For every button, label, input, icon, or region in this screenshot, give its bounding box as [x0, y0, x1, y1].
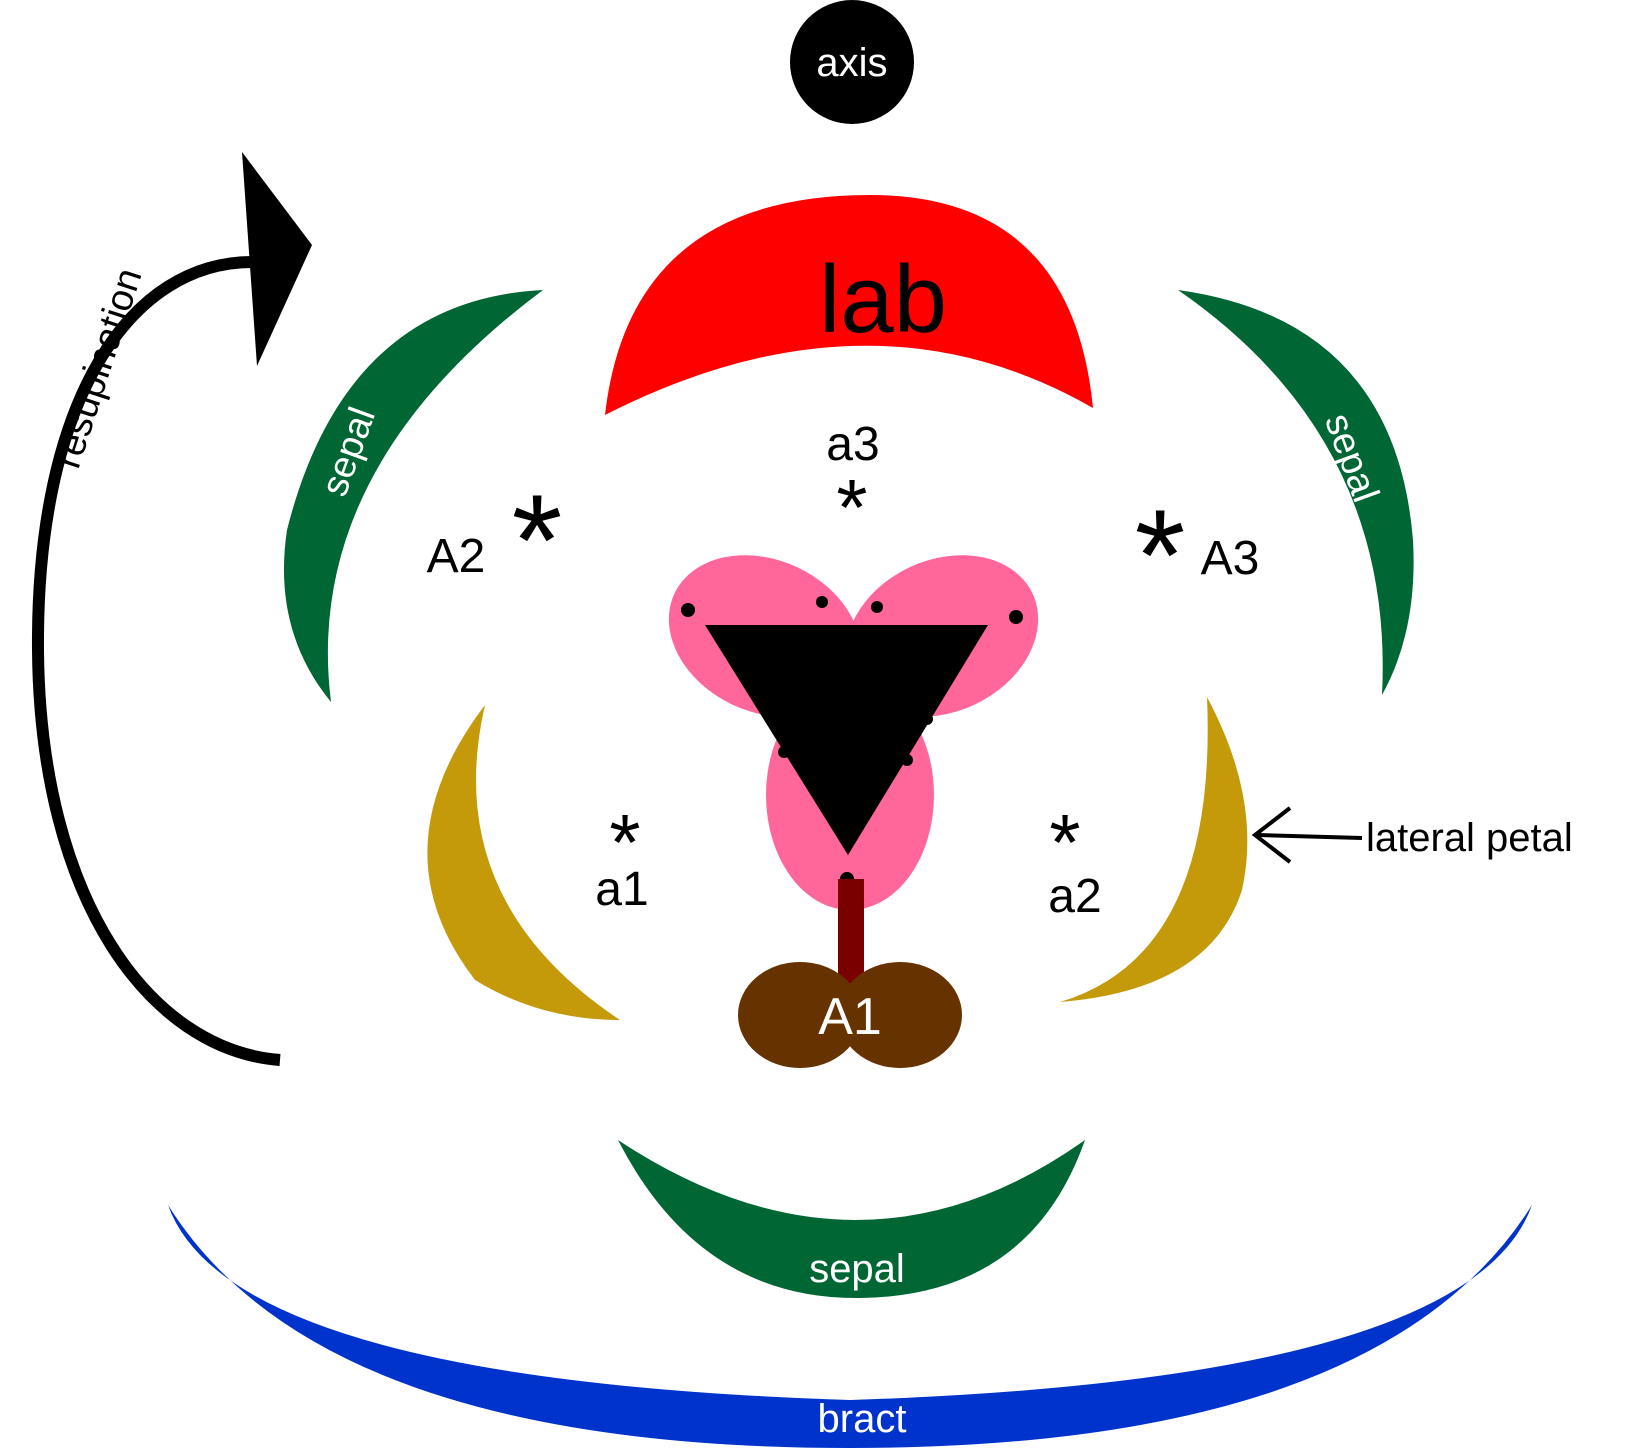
a2-label: a2	[1048, 870, 1101, 923]
anther-lobe-left	[738, 962, 862, 1068]
anther-filament	[838, 879, 864, 989]
sepal-right-shape	[1178, 290, 1414, 695]
staminode-a3: a3 *	[826, 418, 879, 552]
gynoecium	[668, 555, 1039, 910]
lateral-petal-right-shape	[1060, 697, 1248, 1002]
ovule-dot	[1009, 610, 1023, 624]
axis-label: axis	[816, 41, 887, 85]
a3-asterisk: *	[836, 463, 867, 552]
anther-A1-label: A1	[818, 988, 882, 1046]
staminode-a1: * a1	[595, 798, 648, 916]
sepal-left: sepal	[283, 290, 543, 702]
lateral-petal-label: lateral petal	[1366, 816, 1573, 860]
sepal-left-shape	[283, 290, 543, 702]
ovule-dots	[681, 596, 1023, 886]
lateral-petal-left	[427, 705, 620, 1020]
sepal-bottom: sepal	[618, 1140, 1085, 1299]
a2-asterisk: *	[1049, 798, 1080, 887]
labellum-shape	[605, 195, 1093, 415]
ovule-dot	[767, 713, 779, 725]
ovule-dot	[778, 746, 790, 758]
resupination-arrowhead	[242, 152, 312, 366]
a3-label: a3	[826, 418, 879, 471]
staminode-A3: * A3	[1135, 482, 1260, 628]
resupination-label: resupination	[47, 263, 151, 473]
lateral-petal-right	[1060, 697, 1248, 1002]
resupination-arc	[31, 255, 281, 1066]
A2-asterisk: *	[512, 467, 563, 613]
style-center-triangle	[705, 625, 988, 855]
ovule-dot	[816, 596, 828, 608]
lateral-petal-left-shape	[427, 705, 620, 1020]
axis-node: axis	[790, 0, 914, 124]
staminode-A2: A2 *	[427, 467, 563, 613]
ovule-dot	[921, 713, 933, 725]
callout-arrowhead	[1251, 806, 1292, 864]
lateral-petal-callout: lateral petal	[1251, 806, 1573, 864]
ovule-dot	[871, 601, 883, 613]
resupination-arrow: resupination	[31, 152, 312, 1066]
A2-label: A2	[427, 530, 486, 583]
axis-circle	[790, 0, 914, 124]
ovule-dot	[901, 754, 913, 766]
sepal-bottom-shape	[618, 1140, 1085, 1299]
ovule-dot	[681, 603, 695, 617]
staminode-a2: * a2	[1048, 798, 1101, 923]
a1-asterisk: *	[609, 798, 640, 887]
bract: bract	[168, 1205, 1532, 1448]
A3-asterisk: *	[1135, 482, 1186, 628]
bract-label: bract	[818, 1397, 907, 1441]
sepal-bottom-label: sepal	[809, 1247, 905, 1291]
labellum: lab	[605, 195, 1093, 415]
anther-lobe-right	[838, 962, 962, 1068]
labellum-label: lab	[819, 246, 947, 353]
anther-A1: A1	[738, 879, 962, 1068]
sepal-right: sepal	[1178, 290, 1414, 695]
bract-shape	[168, 1205, 1532, 1448]
A3-label: A3	[1201, 532, 1260, 585]
callout-line	[1257, 833, 1363, 840]
a1-label: a1	[595, 863, 648, 916]
